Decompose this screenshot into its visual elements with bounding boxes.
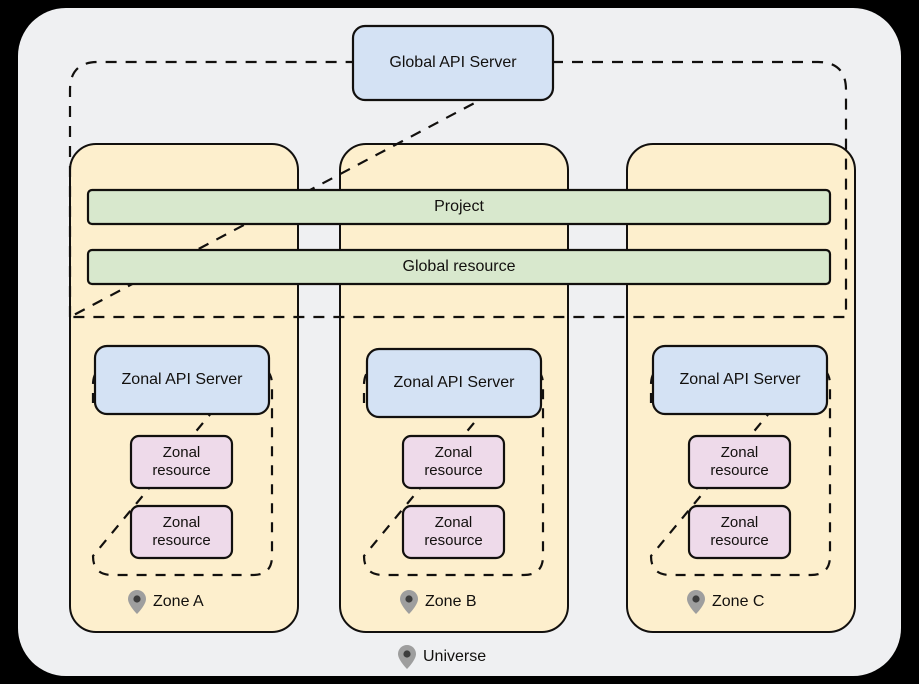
map-pin-icon (687, 590, 705, 614)
zone-b-zonal-api-server-box[interactable] (365, 347, 543, 419)
global-api-server-box[interactable] (351, 24, 555, 102)
map-pin-icon (398, 645, 416, 669)
global-resource-bar-box[interactable] (86, 248, 832, 286)
zone-c-zonal-api-server-box[interactable] (651, 344, 829, 416)
map-pin-icon (128, 590, 146, 614)
zone-a-zonal-api-server-box[interactable] (93, 344, 271, 416)
zone-a-zonal-resource-0-box[interactable] (129, 434, 234, 490)
project-bar-box[interactable] (86, 188, 832, 226)
zone-a-zonal-resource-1-box[interactable] (129, 504, 234, 560)
zone-c-zonal-resource-1-box[interactable] (687, 504, 792, 560)
map-pin-icon (400, 590, 418, 614)
zone-b-zonal-resource-0-box[interactable] (401, 434, 506, 490)
zone-b-zonal-resource-1-box[interactable] (401, 504, 506, 560)
zone-c-zonal-resource-0-box[interactable] (687, 434, 792, 490)
global-scope-dashed-boundary (68, 60, 848, 319)
